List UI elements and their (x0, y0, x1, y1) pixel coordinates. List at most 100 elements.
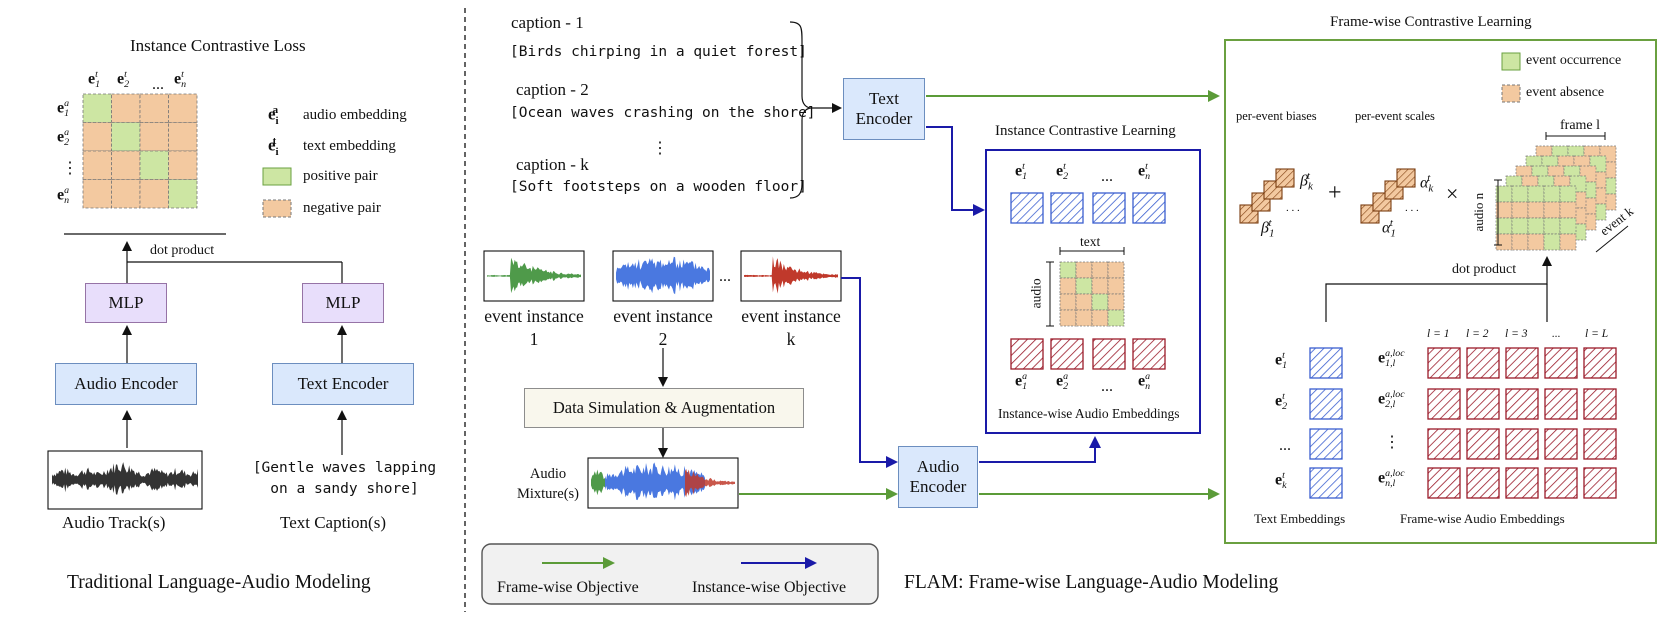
frame-audio-embedding-square (1583, 467, 1617, 499)
event-occurrence-cell (1527, 185, 1545, 203)
text-embedding-square (1092, 192, 1126, 224)
left-text-encoder-box: Text Encoder (272, 363, 414, 405)
frame-text-embedding-square (1309, 467, 1343, 499)
mini-matrix-cell (1107, 309, 1125, 327)
caption-2-text: [Ocean waves crashing on the shore] (510, 105, 816, 121)
audio-embedding-square (1092, 338, 1126, 370)
text-embedding-square (1050, 192, 1084, 224)
event-2-label: event instance 2 (613, 306, 713, 349)
frame-dot-product-line (1325, 256, 1552, 322)
mini-matrix-cell (1075, 277, 1093, 295)
frame-audio-embedding-square (1544, 388, 1578, 420)
mini-matrix-cell (1075, 261, 1093, 279)
frame-audio-embedding-square (1505, 347, 1539, 379)
negative-pair-cell (111, 93, 141, 123)
event-occurrence-cell (1511, 185, 1529, 203)
audio-track-label: Audio Track(s) (62, 513, 166, 532)
frame-audio-embedding-square (1583, 388, 1617, 420)
beta-1-label: β1t (1261, 217, 1275, 240)
caption-k-text: [Soft footsteps on a wooden floor] (510, 179, 807, 195)
frame-audio-embedding-square (1544, 428, 1578, 460)
text-embedding-square (1132, 192, 1166, 224)
mixture-green-waveform (591, 469, 605, 496)
frame-index-label: l = 3 (1505, 328, 1528, 340)
frame-audio-embedding-square (1466, 428, 1500, 460)
mini-matrix-cell (1091, 277, 1109, 295)
text-embeddings-caption: Text Embeddings (1254, 511, 1346, 526)
frame-index-label: ... (1552, 328, 1561, 340)
caption-k-label: caption - k (516, 155, 589, 174)
negative-pair-cell (168, 122, 198, 152)
instance-contrastive-title: Instance Contrastive Learning (995, 123, 1176, 139)
mini-matrix-cell (1107, 293, 1125, 311)
positive-pair-cell (82, 93, 112, 123)
event-occurrence-swatch (1501, 52, 1521, 71)
negative-pair-cell (82, 122, 112, 152)
mixture-blue-waveform (605, 462, 705, 501)
event-absence-cell (1559, 201, 1577, 219)
event-absence-label: event absence (1526, 85, 1605, 100)
left-audio-encoder-box: Audio Encoder (55, 363, 197, 405)
negative-pair-cell (82, 179, 112, 209)
event-absence-cell (1543, 201, 1561, 219)
left-dot-product-label: dot product (150, 243, 215, 258)
negative-pair-cell (139, 93, 169, 123)
frame-audio-embedding-square (1427, 347, 1461, 379)
audio-embedding-square (1010, 338, 1044, 370)
frame-audio-embedding-square (1427, 428, 1461, 460)
frame-index-label: l = 2 (1466, 328, 1489, 340)
per-event-scales-label: per-event scales (1355, 109, 1435, 123)
legend-positive-text: positive pair (303, 168, 378, 184)
alpha-1-label: α1t (1382, 217, 1396, 240)
frame-audio-embedding-square (1466, 388, 1500, 420)
event-k-bracket (1595, 225, 1629, 253)
instance-mini-matrix (1059, 261, 1125, 327)
instance-objective-label: Instance-wise Objective (692, 579, 847, 596)
frame-text-embedding-square (1309, 428, 1343, 460)
legend-text-text: text embedding (303, 138, 396, 154)
event-occurrence-cell (1511, 217, 1529, 235)
negative-pair-cell (168, 93, 198, 123)
mini-matrix-cell (1107, 277, 1125, 295)
negative-pair-cell (168, 150, 198, 180)
mini-matrix-cell (1059, 293, 1077, 311)
positive-pair-cell (139, 150, 169, 180)
mini-matrix-cell (1091, 261, 1109, 279)
event-occurrence-cell (1543, 233, 1561, 251)
frame-index-label: l = 1 (1427, 328, 1450, 340)
event-absence-cell (1527, 201, 1545, 219)
mixture-red-waveform (685, 468, 735, 497)
frame-text-embeddings (1309, 347, 1343, 499)
audio-track-waveform (52, 462, 198, 495)
caption-2-label: caption - 2 (516, 80, 589, 99)
positive-pair-cell (168, 179, 198, 209)
left-panel-caption: Traditional Language-Audio Modeling (67, 572, 371, 593)
frame-text-label: ... (1279, 437, 1291, 454)
event-occurrence-cell (1559, 185, 1577, 203)
per-event-param-cube (1396, 168, 1416, 188)
per-event-param-cube (1275, 168, 1295, 188)
legend-audio-symbol: eia (268, 104, 279, 128)
times-operator: × (1446, 181, 1459, 206)
event-absence-cell (1559, 233, 1577, 251)
frame-index-label: l = L (1585, 328, 1609, 340)
frame-audio-embedding-square (1583, 347, 1617, 379)
event-ellipsis: ... (719, 268, 731, 285)
frame-audio-embedding-square (1583, 428, 1617, 460)
biases-ellipsis: . . . (1286, 202, 1300, 214)
mlp-audio-box: MLP (85, 283, 167, 323)
legend-text-symbol: eit (268, 135, 279, 159)
flam-panel-caption: FLAM: Frame-wise Language-Audio Modeling (904, 572, 1279, 593)
event-1-waveform (487, 257, 581, 294)
plus-operator: + (1328, 180, 1342, 206)
positive-pair-swatch (262, 167, 292, 186)
